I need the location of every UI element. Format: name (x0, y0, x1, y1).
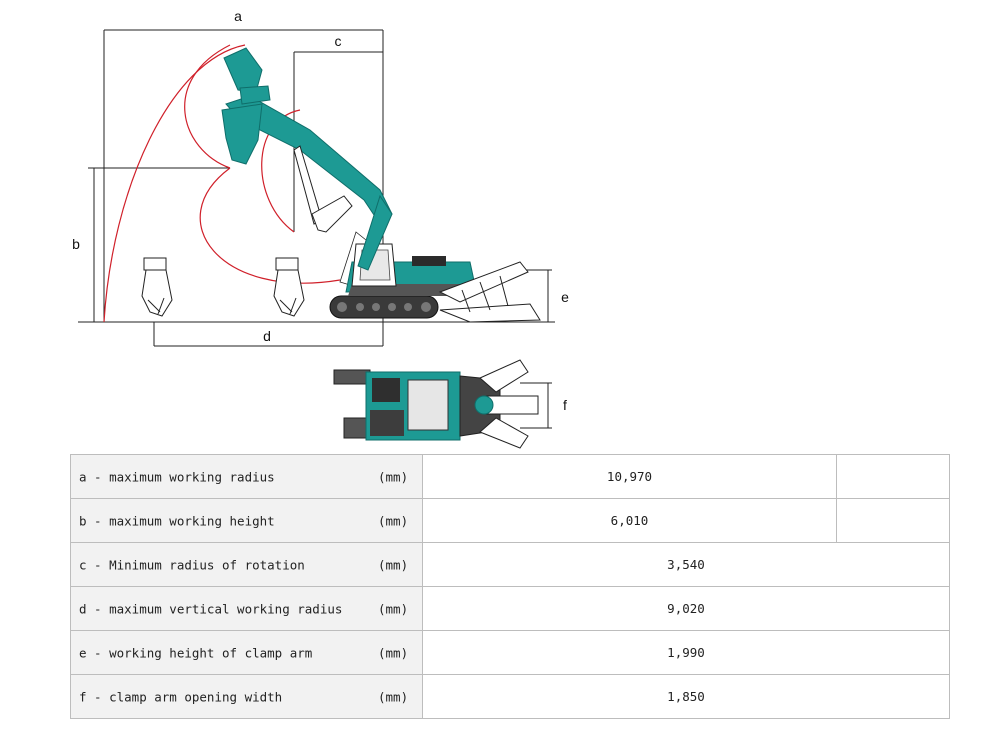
attachment-ground-right (273, 257, 305, 317)
dimension-b (88, 167, 230, 322)
spec-label-cell: f - clamp arm opening width (mm) (70, 674, 423, 719)
spec-value: 6,010 (422, 498, 837, 543)
excavator-side-view (221, 47, 541, 323)
dimension-label-e: e (561, 289, 569, 305)
spec-label-cell: c - Minimum radius of rotation (mm) (70, 542, 423, 587)
spec-unit: (mm) (378, 557, 409, 572)
attachment-ground-left (141, 257, 173, 317)
specifications-table: a - maximum working radius (mm) 10,970 b… (70, 454, 950, 719)
spec-unit: (mm) (378, 689, 409, 704)
spec-value: 9,020 (422, 586, 950, 631)
dimension-f (520, 382, 552, 429)
dimension-label-c: c (335, 33, 342, 49)
spec-label: b - maximum working height (79, 513, 275, 528)
table-row: c - Minimum radius of rotation (mm) 3,54… (70, 542, 950, 587)
spec-unit: (mm) (378, 601, 409, 616)
dimension-d (153, 322, 384, 347)
excavator-top-view (333, 359, 539, 449)
spec-label: f - clamp arm opening width (79, 689, 283, 704)
spec-unit: (mm) (378, 645, 409, 660)
excavator-dimension-diagram: a c b d e f (72, 8, 569, 449)
spec-label: d - maximum vertical working radius (79, 601, 343, 616)
table-row: e - working height of clamp arm (mm) 1,9… (70, 630, 950, 675)
dimension-label-f: f (563, 397, 567, 413)
spec-label-cell: d - maximum vertical working radius (mm) (70, 586, 423, 631)
dimension-label-b: b (72, 236, 80, 252)
table-row: f - clamp arm opening width (mm) 1,850 (70, 674, 950, 719)
spec-label: c - Minimum radius of rotation (79, 557, 305, 572)
spec-unit: (mm) (378, 469, 409, 484)
spec-label: a - maximum working radius (79, 469, 275, 484)
table-row: a - maximum working radius (mm) 10,970 (70, 454, 950, 499)
spec-label-cell: e - working height of clamp arm (mm) (70, 630, 423, 675)
spec-unit: (mm) (378, 513, 409, 528)
spec-label: e - working height of clamp arm (79, 645, 313, 660)
spec-value: 10,970 (422, 454, 837, 499)
dimension-label-a: a (234, 8, 242, 24)
spec-empty-cell (836, 454, 950, 499)
dimension-label-d: d (263, 328, 271, 344)
spec-empty-cell (836, 498, 950, 543)
table-row: b - maximum working height (mm) 6,010 (70, 498, 950, 543)
spec-value: 3,540 (422, 542, 950, 587)
spec-label-cell: a - maximum working radius (mm) (70, 454, 423, 499)
spec-value: 1,850 (422, 674, 950, 719)
spec-value: 1,990 (422, 630, 950, 675)
spec-label-cell: b - maximum working height (mm) (70, 498, 423, 543)
table-row: d - maximum vertical working radius (mm)… (70, 586, 950, 631)
